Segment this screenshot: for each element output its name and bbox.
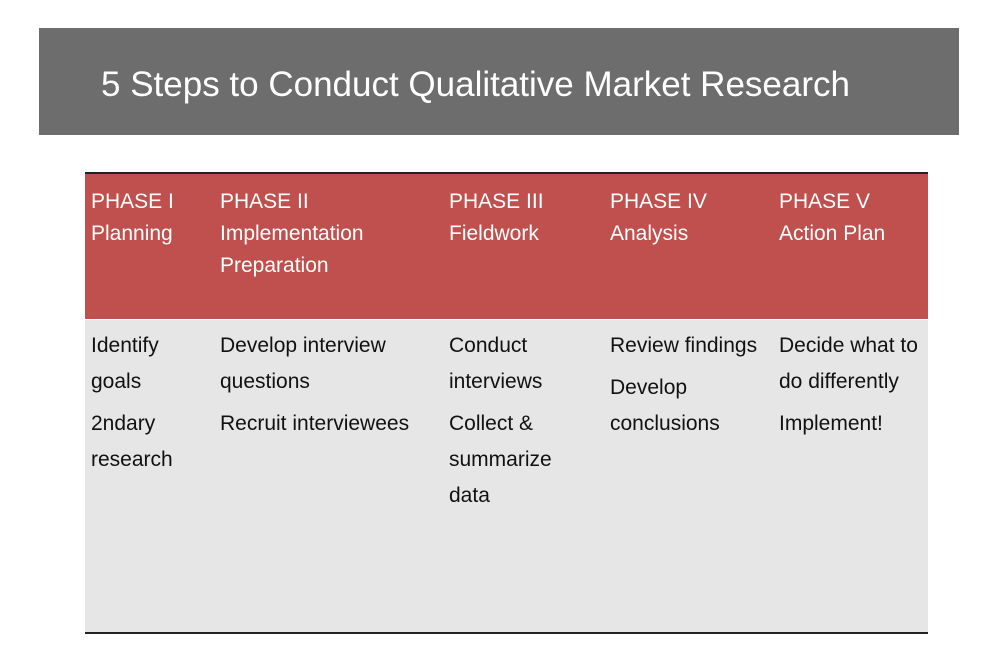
- title-bar: 5 Steps to Conduct Qualitative Market Re…: [39, 28, 959, 135]
- task-item: 2ndary research: [91, 411, 173, 471]
- phase-header-3: PHASE III Fieldwork: [443, 173, 604, 320]
- phase-tasks-3: Conduct interviews Collect & summarize d…: [443, 319, 604, 633]
- phase-tasks-2: Develop interview questions Recruit inte…: [214, 319, 443, 633]
- slide-title: 5 Steps to Conduct Qualitative Market Re…: [101, 65, 850, 104]
- phase-tasks-1: Identify goals 2ndary research: [85, 319, 214, 633]
- task-item: Decide what to do differently: [779, 333, 918, 393]
- task-item: Recruit interviewees: [220, 411, 410, 435]
- phase-header-5: PHASE V Action Plan: [773, 173, 928, 320]
- phase-name: Analysis: [610, 222, 689, 245]
- phase-header-row: PHASE I Planning PHASE II Implementation…: [85, 173, 928, 320]
- phases-table: PHASE I Planning PHASE II Implementation…: [85, 172, 928, 634]
- phase-name: Fieldwork: [449, 222, 539, 245]
- phase-name: Implementation Preparation: [220, 222, 364, 277]
- task-item: Conduct interviews: [449, 333, 543, 393]
- task-item: Review findings: [610, 333, 758, 357]
- phase-number: PHASE IV: [610, 190, 707, 213]
- phase-number: PHASE V: [779, 190, 871, 213]
- phase-tasks-row: Identify goals 2ndary research Develop i…: [85, 319, 928, 633]
- phase-header-1: PHASE I Planning: [85, 173, 214, 320]
- phase-number: PHASE I: [91, 190, 174, 213]
- phase-tasks-4: Review findings Develop conclusions: [604, 319, 773, 633]
- phase-header-4: PHASE IV Analysis: [604, 173, 773, 320]
- phases-table-container: PHASE I Planning PHASE II Implementation…: [85, 172, 928, 634]
- task-item: Implement!: [779, 411, 883, 435]
- task-item: Develop conclusions: [610, 375, 720, 435]
- phase-header-2: PHASE II Implementation Preparation: [214, 173, 443, 320]
- phase-tasks-5: Decide what to do differently Implement!: [773, 319, 928, 633]
- phase-name: Action Plan: [779, 222, 886, 245]
- phase-number: PHASE II: [220, 190, 309, 213]
- task-item: Collect & summarize data: [449, 411, 552, 507]
- phase-name: Planning: [91, 222, 173, 245]
- phase-number: PHASE III: [449, 190, 544, 213]
- task-item: Develop interview questions: [220, 333, 386, 393]
- task-item: Identify goals: [91, 333, 159, 393]
